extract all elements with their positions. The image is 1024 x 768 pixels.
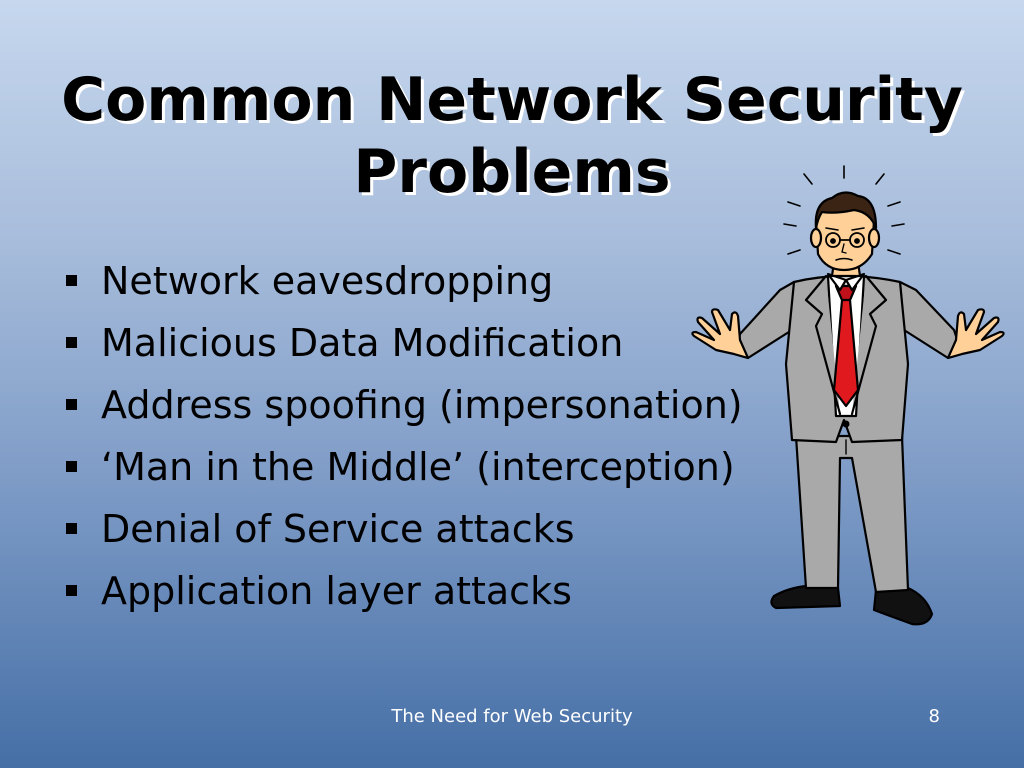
left-hand bbox=[691, 308, 750, 360]
bullet-item: Denial of Service attacks bbox=[66, 500, 766, 562]
bullet-item: ‘Man in the Middle’ (interception) bbox=[66, 438, 766, 500]
slide-title-line-2: Problems bbox=[353, 137, 671, 207]
bullet-list: Network eavesdropping Malicious Data Mod… bbox=[66, 252, 766, 624]
bullet-item: Network eavesdropping bbox=[66, 252, 766, 314]
worry-lines-icon bbox=[783, 165, 905, 255]
trousers bbox=[794, 434, 910, 594]
head bbox=[809, 191, 881, 272]
right-hand bbox=[946, 308, 1005, 360]
bullet-item: Address spoofing (impersonation) bbox=[66, 376, 766, 438]
square-bullet-icon bbox=[66, 523, 77, 534]
bullet-text: Malicious Data Modification bbox=[101, 321, 624, 365]
bullet-text: Address spoofing (impersonation) bbox=[101, 383, 743, 427]
square-bullet-icon bbox=[66, 275, 77, 286]
left-shoe bbox=[770, 584, 842, 610]
slide-title: Common Network Security Problems bbox=[30, 64, 994, 208]
confused-businessman-illustration bbox=[691, 165, 1005, 626]
hair bbox=[814, 191, 878, 230]
bullet-text: Denial of Service attacks bbox=[101, 507, 575, 551]
square-bullet-icon bbox=[66, 461, 77, 472]
square-bullet-icon bbox=[66, 585, 77, 596]
bullet-text: Application layer attacks bbox=[101, 569, 572, 613]
footer-title: The Need for Web Security bbox=[391, 706, 633, 727]
bullet-item: Application layer attacks bbox=[66, 562, 766, 624]
bullet-text: Network eavesdropping bbox=[101, 259, 554, 303]
bullet-text: ‘Man in the Middle’ (interception) bbox=[101, 445, 735, 489]
right-shoe bbox=[872, 586, 934, 626]
slide-number: 8 bbox=[928, 706, 940, 727]
square-bullet-icon bbox=[66, 337, 77, 348]
slide-title-line-1: Common Network Security bbox=[61, 65, 963, 135]
square-bullet-icon bbox=[66, 399, 77, 410]
bullet-item: Malicious Data Modification bbox=[66, 314, 766, 376]
glasses-icon bbox=[825, 232, 865, 248]
